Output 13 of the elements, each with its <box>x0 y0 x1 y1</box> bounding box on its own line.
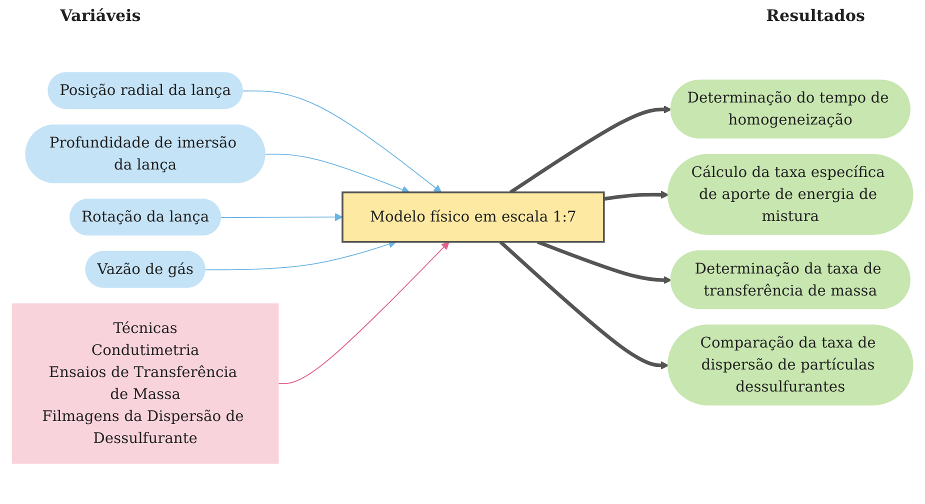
arrow <box>536 240 672 284</box>
section-heading: Variáveis <box>60 6 141 27</box>
section-heading: Resultados <box>766 6 865 27</box>
arrow <box>604 190 669 201</box>
arrow <box>220 213 343 222</box>
arrow <box>510 105 672 194</box>
node-box: Modelo físico em escala 1:7 <box>342 191 605 243</box>
arrow <box>264 154 410 194</box>
arrow <box>204 240 396 270</box>
node-box: Técnicas Condutimetria Ensaios de Transferência de Massa Filmagens da Dispersão de Dessulfurante <box>12 303 279 464</box>
arrow <box>499 240 669 370</box>
arrow <box>278 242 450 384</box>
arrow <box>242 90 442 193</box>
